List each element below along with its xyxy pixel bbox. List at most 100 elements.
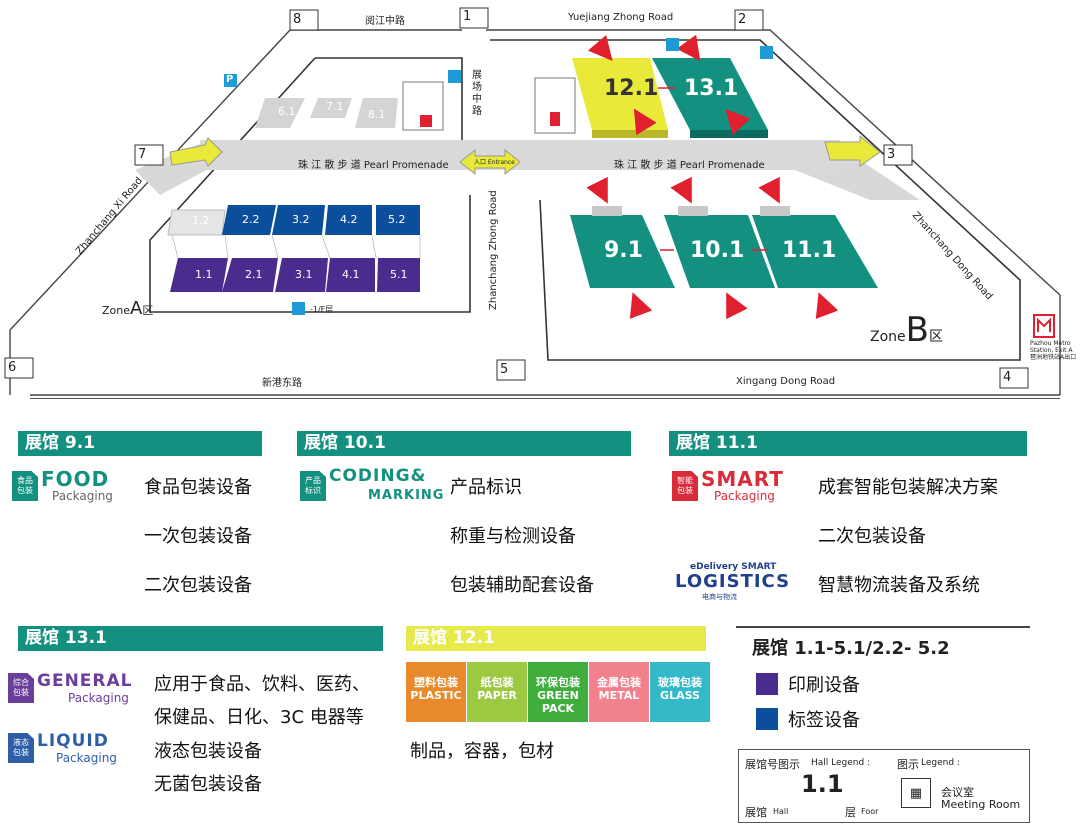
logistics-logo-text: eDelivery SMART LOGISTICS 电商与物流 bbox=[672, 562, 790, 602]
s101-item-1: 产品标识 bbox=[450, 477, 522, 498]
meeting-cn: 会议室 bbox=[941, 786, 974, 799]
smart-logo-text: SMART Packaging bbox=[698, 469, 784, 503]
hall-7-1 bbox=[310, 98, 352, 118]
hall-11-1 bbox=[752, 206, 878, 288]
meeting-en: Meeting Room bbox=[941, 798, 1021, 811]
tile-green-cn: 环保包装 bbox=[536, 676, 580, 689]
tile-metal-en: METAL bbox=[598, 689, 640, 702]
general-sub: Packaging bbox=[68, 691, 129, 705]
legend-floor-cn: 层 bbox=[845, 806, 856, 819]
food-packaging-logo: 食品包装 FOOD Packaging bbox=[12, 466, 113, 506]
liquid-badge: 液态包装 bbox=[8, 733, 34, 763]
tile-metal-cn: 金属包装 bbox=[597, 676, 641, 689]
entrance-arrow-3 bbox=[824, 134, 881, 167]
hall-access-arrows bbox=[586, 34, 839, 320]
s91-item-3: 二次包装设备 bbox=[144, 575, 252, 596]
hall-legend-box: 展馆号图示 Hall Legend : 图示 Legend : 1.1 展馆 H… bbox=[738, 749, 1030, 823]
section-13-1-title: 展馆 13.1 bbox=[18, 626, 383, 651]
s121-caption: 制品，容器，包材 bbox=[410, 741, 554, 762]
hall-6-1 bbox=[255, 98, 305, 128]
legend-hall-cn: 展馆 bbox=[745, 806, 767, 819]
smart-sub: Packaging bbox=[714, 489, 775, 503]
general-packaging-logo: 综合包装 GENERAL Packaging bbox=[8, 668, 133, 708]
tile-plastic-en: PLASTIC bbox=[410, 689, 462, 702]
hall-1-2 bbox=[167, 209, 226, 236]
liquid-sub: Packaging bbox=[56, 751, 117, 765]
gate-boxes bbox=[4, 7, 1029, 389]
section-10-1-title: 展馆 10.1 bbox=[297, 431, 631, 456]
s91-item-2: 一次包装设备 bbox=[144, 526, 252, 547]
hall-5-1 bbox=[377, 258, 420, 292]
legend-printing: 印刷设备 bbox=[788, 675, 860, 696]
hall-3-2 bbox=[272, 205, 325, 235]
tile-glass-cn: 玻璃包装 bbox=[658, 676, 702, 689]
smart-word: SMART bbox=[701, 467, 784, 491]
halls-legend-divider bbox=[736, 626, 1030, 628]
food-logo-text: FOOD Packaging bbox=[38, 469, 113, 503]
smart-badge: 智能包装 bbox=[672, 471, 698, 501]
hall-8-1 bbox=[355, 98, 398, 128]
entrance-arrow-7 bbox=[169, 137, 223, 167]
legend-example: 1.1 bbox=[801, 770, 844, 798]
divider bbox=[30, 398, 1060, 399]
tile-paper: 纸包装 PAPER bbox=[467, 662, 527, 722]
logistics-word: LOGISTICS bbox=[675, 571, 791, 592]
section-9-1-title: 展馆 9.1 bbox=[18, 431, 262, 456]
hall-13-1 bbox=[652, 58, 768, 138]
coding-logo-text: CODING& MARKING bbox=[326, 466, 444, 506]
hall-10-1 bbox=[664, 206, 775, 288]
swatch-printing bbox=[756, 673, 778, 695]
liquid-packaging-logo: 液态包装 LIQUID Packaging bbox=[8, 728, 117, 768]
s131-item-1: 应用于食品、饮料、医药、 bbox=[154, 674, 370, 695]
logistics-sub: 电商与物流 bbox=[702, 593, 737, 601]
legend-cn: 图示 bbox=[897, 758, 919, 771]
hall-legend-en: Hall Legend : bbox=[811, 758, 871, 768]
tile-plastic: 塑料包装 PLASTIC bbox=[406, 662, 466, 722]
general-logo-text: GENERAL Packaging bbox=[34, 671, 133, 705]
halls-legend-title: 展馆 1.1-5.1/2.2- 5.2 bbox=[752, 638, 950, 659]
general-word: GENERAL bbox=[37, 671, 133, 691]
meeting-room-icon: ▦ bbox=[901, 778, 931, 808]
s111-item-1: 成套智能包装解决方案 bbox=[818, 477, 998, 498]
liquid-logo-text: LIQUID Packaging bbox=[34, 731, 117, 765]
tile-glass-en: GLASS bbox=[660, 689, 700, 702]
tile-plastic-cn: 塑料包装 bbox=[414, 676, 458, 689]
tile-metal: 金属包装 METAL bbox=[589, 662, 649, 722]
marking-word: MARKING bbox=[368, 488, 445, 503]
legend-labels: 标签设备 bbox=[788, 710, 860, 731]
hall-12-1 bbox=[572, 58, 668, 138]
building-b bbox=[534, 77, 576, 134]
zone-boundaries bbox=[149, 39, 1021, 361]
tile-green-pack: 环保包装 GREEN PACK bbox=[528, 662, 588, 722]
hall-9-1 bbox=[570, 206, 675, 288]
smart-logistics-logo: eDelivery SMART LOGISTICS 电商与物流 bbox=[672, 562, 790, 602]
general-badge: 综合包装 bbox=[8, 673, 34, 703]
hall-4-1 bbox=[326, 258, 375, 292]
liquid-word: LIQUID bbox=[37, 731, 109, 751]
coding-marking-logo: 产品标识 CODING& MARKING bbox=[300, 466, 444, 506]
s131-item-2: 保健品、日化、3C 电器等 bbox=[154, 707, 364, 728]
tile-glass: 玻璃包装 GLASS bbox=[650, 662, 710, 722]
section-12-1-title: 展馆 12.1 bbox=[406, 626, 706, 651]
legend-en: Legend : bbox=[921, 758, 960, 768]
parking-icon bbox=[224, 74, 237, 87]
exhibition-map bbox=[4, 7, 1061, 396]
coding-word: CODING& bbox=[329, 466, 427, 486]
hall-4-2 bbox=[325, 205, 372, 235]
coding-badge: 产品标识 bbox=[300, 471, 326, 501]
hall-5-2 bbox=[376, 205, 420, 235]
s111-item-2: 二次包装设备 bbox=[818, 526, 926, 547]
hall-1-1 bbox=[170, 258, 228, 292]
tile-green-en: GREEN PACK bbox=[537, 689, 579, 715]
hall-2-2 bbox=[222, 205, 276, 235]
hall-legend-cn: 展馆号图示 bbox=[745, 758, 800, 771]
s101-item-2: 称重与检测设备 bbox=[450, 526, 576, 547]
swatch-labels bbox=[756, 708, 778, 730]
s131-item-4: 无菌包装设备 bbox=[154, 774, 262, 795]
smart-packaging-logo: 智能包装 SMART Packaging bbox=[672, 466, 784, 506]
entrance-arrow-mid bbox=[459, 148, 521, 176]
s111-item-3: 智慧物流装备及系统 bbox=[818, 575, 980, 596]
hall-3-1 bbox=[275, 258, 328, 292]
food-badge: 食品包装 bbox=[12, 471, 38, 501]
section-11-1-title: 展馆 11.1 bbox=[669, 431, 1027, 456]
